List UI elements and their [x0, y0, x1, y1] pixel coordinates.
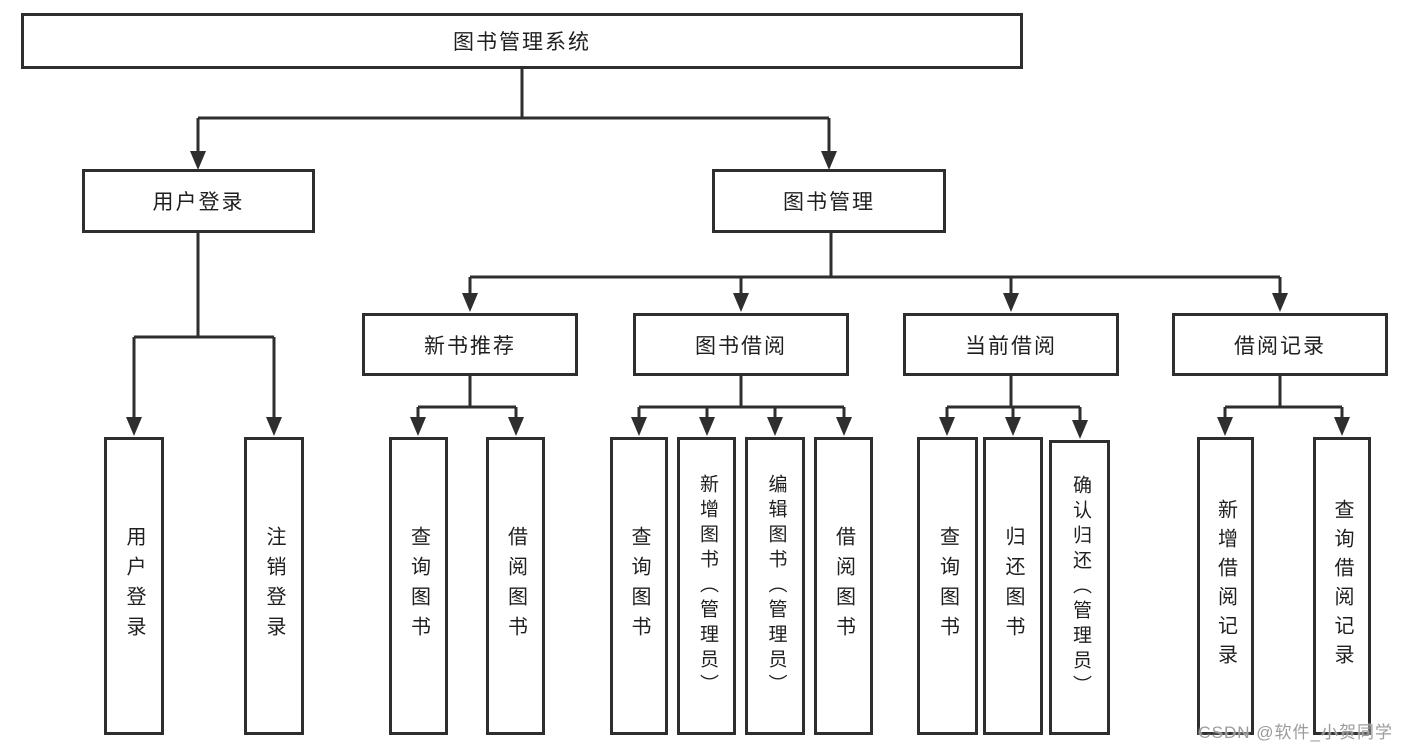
node-label: 用户登录	[152, 191, 245, 214]
node-label: 借阅图书	[504, 526, 527, 646]
leaf-add-borrow-record: 新增借阅记录	[1197, 437, 1254, 735]
leaf-edit-book-admin: 编辑图书（管理员）	[745, 437, 805, 735]
leaf-borrow-books: 借阅图书	[814, 437, 873, 735]
leaf-logout: 注销登录	[244, 437, 304, 735]
arrowhead	[836, 417, 852, 436]
node-library-system: 图书管理系统	[21, 13, 1023, 69]
node-user-login: 用户登录	[82, 169, 315, 233]
node-label: 确认归还（管理员）	[1069, 475, 1091, 700]
arrowhead	[462, 293, 478, 312]
node-label: 新增借阅记录	[1214, 499, 1237, 673]
edge-bookmgmt-to-level3	[468, 233, 1282, 294]
node-label: 图书借阅	[695, 334, 787, 358]
leaf-return-book: 归还图书	[983, 437, 1043, 735]
node-book-borrow: 图书借阅	[633, 313, 849, 376]
node-label: 注销登录	[263, 526, 285, 646]
node-label: 用户登录	[123, 526, 145, 646]
node-label: 查询图书	[628, 526, 650, 646]
arrowhead	[767, 417, 783, 436]
node-current-borrow: 当前借阅	[903, 313, 1119, 376]
arrowhead	[821, 151, 837, 170]
arrowhead	[1334, 417, 1350, 436]
node-label: 新增图书（管理员）	[696, 473, 718, 699]
node-label: 归还图书	[1002, 526, 1024, 646]
arrowhead	[266, 417, 282, 436]
arrowhead	[699, 417, 715, 436]
node-borrow-records: 借阅记录	[1172, 313, 1388, 376]
node-label: 新书推荐	[424, 334, 516, 358]
node-label: 查询借阅记录	[1331, 499, 1353, 673]
leaf-user-login: 用户登录	[104, 437, 164, 735]
node-label: 编辑图书（管理员）	[765, 473, 787, 699]
arrowhead	[1272, 293, 1288, 312]
edge-currentborrow-to-leaves	[945, 376, 1082, 421]
watermark: CSDN @软件_小贺同学	[1198, 723, 1393, 742]
leaf-query-books: 查询图书	[917, 437, 978, 735]
edge-records-to-leaves	[1223, 376, 1344, 419]
edge-bookborrow-to-leaves	[637, 376, 846, 419]
node-label: 借阅图书	[832, 526, 855, 646]
arrowhead	[631, 417, 647, 436]
leaf-confirm-return-admin: 确认归还（管理员）	[1049, 440, 1110, 735]
node-label: 查询图书	[407, 526, 430, 646]
node-label: 查询图书	[936, 526, 959, 646]
leaf-query-borrow-record: 查询借阅记录	[1313, 437, 1371, 735]
arrowhead	[1005, 417, 1021, 436]
arrowhead	[410, 417, 426, 436]
edge-root-to-level2	[196, 69, 831, 152]
arrowhead	[508, 417, 524, 436]
arrowhead	[1072, 420, 1088, 439]
edge-userlogin-to-leaves	[132, 233, 276, 418]
node-label: 图书管理系统	[453, 31, 591, 54]
node-label: 当前借阅	[965, 334, 1057, 358]
arrowhead	[126, 417, 142, 436]
leaf-borrow-books: 借阅图书	[486, 437, 545, 735]
arrowhead	[190, 151, 206, 170]
leaf-query-books: 查询图书	[389, 437, 448, 735]
node-new-book-recommend: 新书推荐	[362, 313, 578, 376]
node-label: 借阅记录	[1234, 334, 1326, 358]
node-book-management: 图书管理	[712, 169, 946, 233]
leaf-query-books: 查询图书	[610, 437, 668, 735]
edge-newbook-to-leaves	[416, 376, 518, 419]
arrowhead	[939, 417, 955, 436]
arrowhead	[733, 293, 749, 312]
arrowhead	[1217, 417, 1233, 436]
node-label: 图书管理	[783, 191, 875, 214]
leaf-add-book-admin: 新增图书（管理员）	[677, 437, 736, 735]
arrowhead	[1003, 293, 1019, 312]
